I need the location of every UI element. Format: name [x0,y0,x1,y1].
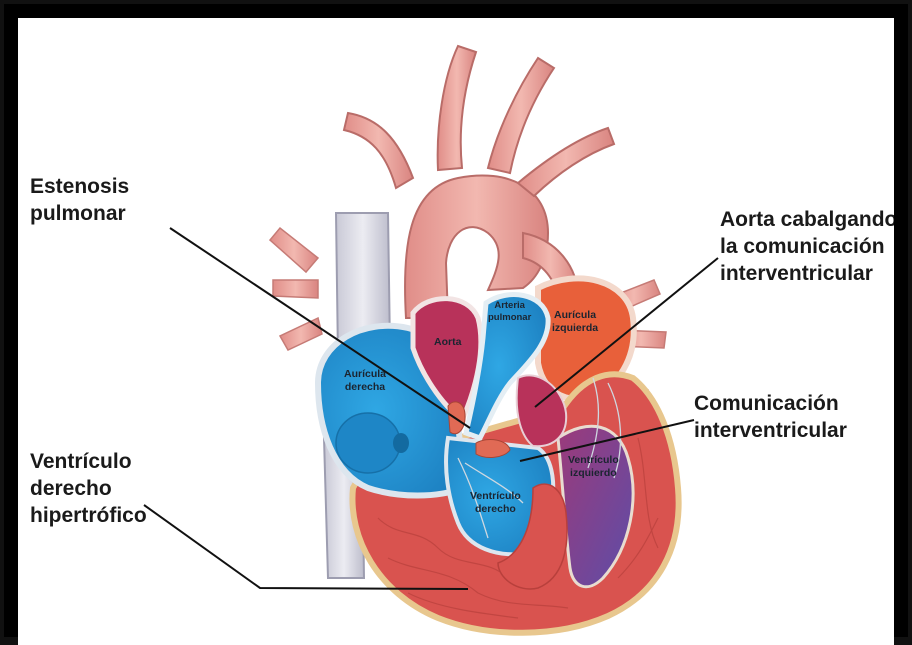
heart-illustration [18,18,894,645]
pulmonary-veins-left [270,228,322,350]
label-comunicacion-interventricular: Comunicación interventricular [694,390,847,444]
inner-label-ventriculo-izquierdo: Ventrículo izquierdo [568,454,619,480]
diagram-canvas: Estenosis pulmonar Aorta cabalgando la c… [18,18,894,645]
figure-frame: Estenosis pulmonar Aorta cabalgando la c… [4,4,908,637]
label-ventriculo-derecho-hipertrofico: Ventrículo derecho hipertrófico [30,448,147,529]
right-atrium-orifice [336,413,400,473]
inner-label-aorta: Aorta [434,336,461,349]
coronary-sinus [393,433,409,453]
inner-label-auricula-derecha: Aurícula derecha [344,368,386,394]
inner-label-auricula-izquierda: Aurícula izquierda [552,309,598,335]
inner-label-ventriculo-derecho: Ventrículo derecho [470,490,521,516]
label-aorta-cabalgando: Aorta cabalgando la comunicación interve… [720,206,894,287]
inner-label-arteria-pulmonar: Arteria pulmonar [488,300,531,324]
stenotic-valve [448,402,465,434]
label-estenosis-pulmonar: Estenosis pulmonar [30,173,129,227]
